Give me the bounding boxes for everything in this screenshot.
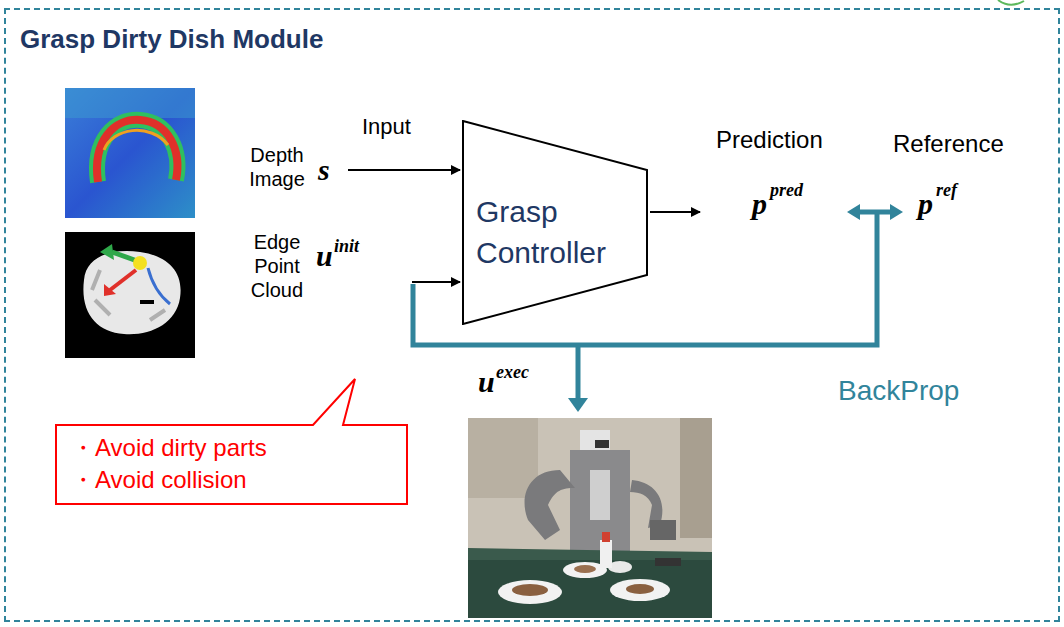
fragment (998, 0, 1024, 5)
controller-trapezoid: Grasp Controller (462, 120, 648, 325)
module-frame: Grasp Dirty Dish ModuleGrasp Controller ・… (4, 8, 1060, 622)
module-title: Grasp Dirty Dish Module (20, 24, 323, 55)
backprop-label: BackProp (838, 374, 959, 408)
depth-image (65, 88, 195, 218)
state-symbol: s (318, 152, 330, 188)
superscript: ref (936, 180, 957, 202)
exec-arrowhead (568, 398, 588, 412)
superscript: pred (770, 180, 803, 202)
compare-arrowhead (847, 204, 860, 220)
reference-symbol: p (918, 186, 933, 222)
depth-image-label: Depth Image (236, 143, 318, 191)
callout-text: ・Avoid dirty parts (71, 432, 267, 464)
point-cloud-image (65, 232, 195, 358)
control-symbol: u (316, 238, 333, 274)
prediction-symbol: p (752, 186, 767, 222)
reference-label: Reference (893, 130, 1004, 159)
input-arrow (412, 281, 460, 283)
callout-box: ・Avoid dirty parts・Avoid collision (55, 378, 408, 505)
controller-label: Grasp Controller (476, 192, 640, 273)
point-cloud-label: Edge Point Cloud (236, 230, 318, 302)
compare-arrowhead (890, 204, 903, 220)
output-arrow (650, 211, 700, 213)
superscript: exec (496, 362, 529, 384)
robot-photo (468, 418, 712, 618)
exec-symbol: u (478, 364, 495, 400)
compare-line (858, 210, 892, 215)
exec-line (576, 345, 581, 400)
superscript: init (334, 236, 359, 258)
callout-text: ・Avoid collision (71, 464, 247, 496)
input-arrow (348, 169, 460, 171)
prediction-label: Prediction (716, 126, 823, 155)
input-label: Input (362, 114, 411, 140)
